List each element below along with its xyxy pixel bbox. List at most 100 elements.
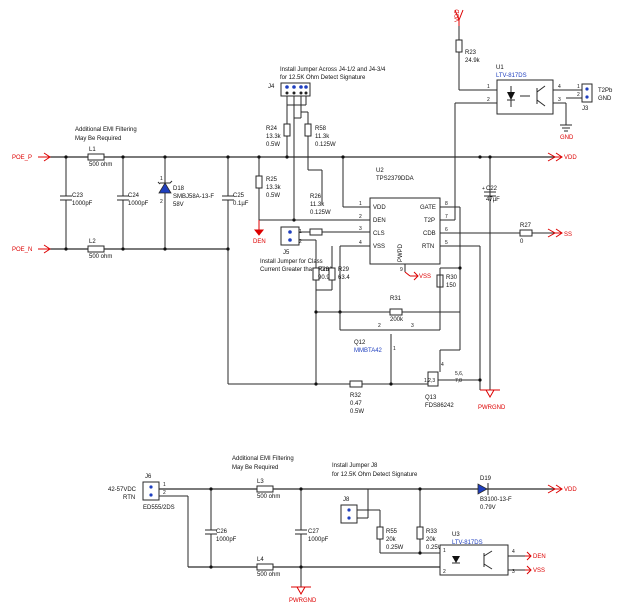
vdd-label-1: VDD <box>564 155 577 161</box>
connector-j6: J6 ED555/2DS 1 2 42-57VDC RTN <box>108 474 175 511</box>
vdd-net-top: VDD <box>454 9 464 26</box>
u2-pinno-2: 2 <box>359 214 362 220</box>
r25-ref: R25 <box>266 177 278 183</box>
j3-ref: J3 <box>582 106 589 112</box>
resistor-r24: R24 13.3k 0.5W <box>266 105 291 159</box>
u2-pin-den: DEN <box>373 218 386 224</box>
u2-pinno-4: 4 <box>359 240 362 246</box>
inductor-l1: L1 500 ohm <box>87 147 112 168</box>
u3-pin1: 1 <box>443 548 446 554</box>
r30-value: 150 <box>446 283 457 289</box>
u1-pin1: 1 <box>487 84 490 90</box>
r26-ref: R26 <box>310 194 322 200</box>
resistor-r25: R25 13.3k 0.5W <box>255 155 355 222</box>
input-rtn-label: RTN <box>123 495 135 501</box>
pwrgnd-net-2: PWRGND <box>289 586 317 604</box>
resistor-r26: R26 11.3k 0.125W <box>293 118 355 236</box>
resistor-r31: R31 200k <box>389 296 404 323</box>
input-voltage-label: 42-57VDC <box>108 487 137 493</box>
optocoupler-u3: U3 LTV-817DS 1 2 4 3 <box>439 532 525 576</box>
u2-pin-pwpd: PWPD <box>398 243 404 262</box>
emi-note-1-line1: Additional EMI Filtering <box>75 127 137 133</box>
r24-value: 13.3k <box>266 134 282 140</box>
r29-ref: R29 <box>338 267 350 273</box>
emi-note-1-line2: May Be Required <box>75 136 121 142</box>
r25-power: 0.5W <box>266 193 280 199</box>
l4-ref: L4 <box>257 557 264 563</box>
d19-partno: B3100-13-F <box>480 497 512 503</box>
j6-ref: J6 <box>145 474 152 480</box>
den-net-2: DEN <box>525 551 546 561</box>
vdd-label-top: VDD <box>455 9 461 22</box>
u2-pin-cls: CLS <box>373 231 385 237</box>
r55-power: 0.25W <box>386 545 404 551</box>
inductor-l4: L4 500 ohm <box>256 557 280 578</box>
r27-ref: R27 <box>520 223 532 229</box>
transistor-q12: 2 1 3 Q12 MMBTA42 <box>339 312 440 384</box>
u1-pin3: 3 <box>558 97 561 103</box>
r33-power: 0.25W <box>426 545 444 551</box>
l1-ref: L1 <box>89 147 96 153</box>
c23-ref: C23 <box>72 193 84 199</box>
resistor-r23: R23 24.9k <box>455 26 497 91</box>
u2-pin-vss: VSS <box>373 244 385 250</box>
l3-value: 500 ohm <box>257 494 280 500</box>
j6-pin1: 1 <box>163 482 166 488</box>
r31-value: 200k <box>390 317 404 323</box>
den-net-1: DEN <box>253 220 266 245</box>
r33-value: 20k <box>426 537 437 543</box>
emi-note-2-line1: Additional EMI Filtering <box>232 456 294 462</box>
c22-ref: C22 <box>486 186 498 192</box>
ss-net: SS <box>547 228 572 238</box>
j6-pin2: 2 <box>163 490 166 496</box>
vdd-net-2: VDD <box>547 484 577 494</box>
resistor-r27: R27 0 <box>519 223 533 245</box>
den-label-2: DEN <box>533 554 546 560</box>
c26-ref: C26 <box>216 529 228 535</box>
j4-note-line1: Install Jumper Across J4-1/2 and J4-3/4 <box>280 67 386 73</box>
u2-partno: TPS2379DDA <box>376 176 414 182</box>
r32-ref: R32 <box>350 393 362 399</box>
poe-p-label: POE_P <box>12 155 32 161</box>
r33-ref: R33 <box>426 529 438 535</box>
r58-power: 0.125W <box>315 142 336 148</box>
vss-label-2: VSS <box>533 568 545 574</box>
u2-pinno-9: 9 <box>400 267 403 273</box>
u2-pin-rtn: RTN <box>422 244 434 250</box>
u2-pinno-8: 8 <box>445 201 448 207</box>
q13-pin5678a: 5,6, <box>455 371 463 377</box>
q13-ref: Q13 <box>425 395 437 401</box>
d18-value: 58V <box>173 202 184 208</box>
q13-pin123: 1,2,3 <box>424 378 435 384</box>
pwrgnd-label-1: PWRGND <box>478 405 506 411</box>
u3-pin4: 4 <box>512 549 515 555</box>
q12-partno: MMBTA42 <box>354 348 383 354</box>
l3-ref: L3 <box>257 479 264 485</box>
l4-value: 500 ohm <box>257 572 280 578</box>
j8-note-line1: Install Jumper J8 <box>332 463 378 469</box>
d18-partno: SMBJ58A-13-F <box>173 194 214 200</box>
r23-value: 24.9k <box>465 58 481 64</box>
d18-pin1: 1 <box>160 176 163 182</box>
r24-ref: R24 <box>266 126 278 132</box>
capacitor-c27: C27 1000pF <box>295 487 329 587</box>
j4-ref: J4 <box>268 84 275 90</box>
jumper-header-j5: J5 1 2 <box>280 226 317 264</box>
c22-plus: + <box>482 186 485 192</box>
pwrgnd-label-2: PWRGND <box>289 598 317 604</box>
d18-ref: D18 <box>173 186 185 192</box>
inductor-l3: L3 500 ohm <box>256 479 280 500</box>
u1-pin2: 2 <box>487 97 490 103</box>
j8-note-line2: for 12.5K Ohm Detect Signature <box>332 472 418 478</box>
u1-pin4: 4 <box>558 84 561 90</box>
capacitor-c25: C25 0.1µF <box>222 155 249 384</box>
c26-value: 1000pF <box>216 537 237 543</box>
u1-ref: U1 <box>496 65 504 71</box>
r26-power: 0.125W <box>310 210 331 216</box>
l2-ref: L2 <box>89 239 96 245</box>
pwrgnd-net-1: PWRGND <box>478 389 506 411</box>
j4-note-line2: for 12.5K Ohm Detect Signature <box>280 75 366 81</box>
capacitor-c22: + C22 47µF <box>482 186 500 203</box>
